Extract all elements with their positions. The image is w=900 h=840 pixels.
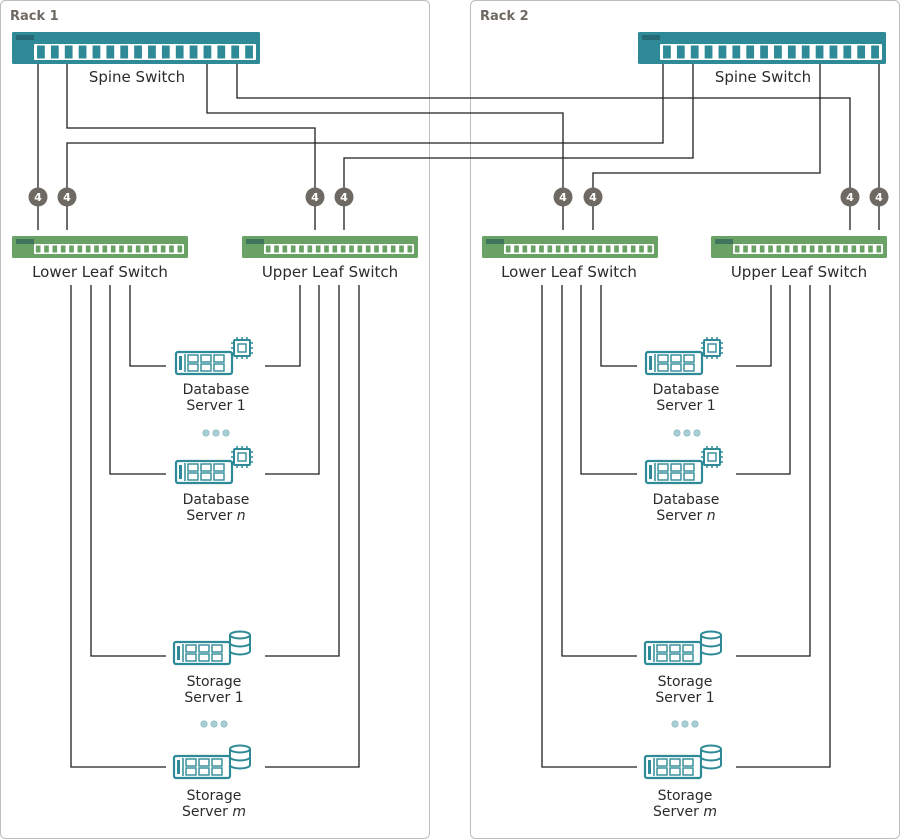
link-count-badge: 4 <box>57 187 77 207</box>
server-label: Server n <box>186 508 245 524</box>
lower-leaf-switch-label: Lower Leaf Switch <box>501 263 637 281</box>
rack-1-panel <box>0 0 430 839</box>
rack-1-spine-switch: Spine Switch <box>12 32 260 86</box>
rack-2-label: Rack 2 <box>480 9 529 24</box>
more-dots-icon <box>671 720 699 728</box>
link-count-badge: 4 <box>583 187 603 207</box>
server-label: Server 1 <box>656 398 715 414</box>
network-switch-icon <box>12 236 188 258</box>
link-badges: 4 4 4 4 4 4 4 4 <box>28 187 889 207</box>
link-count-badge: 4 <box>840 187 860 207</box>
svg-text:4: 4 <box>559 191 567 204</box>
link-count-badge: 4 <box>334 187 354 207</box>
server-disk-icon <box>643 630 722 666</box>
rack-2-upper-leaf-switch: Upper Leaf Switch <box>711 236 887 281</box>
svg-text:4: 4 <box>34 191 42 204</box>
server-cpu-icon <box>174 337 253 376</box>
network-switch-icon <box>482 236 658 258</box>
rack-2-spine-switch: Spine Switch <box>638 32 886 86</box>
server-disk-icon <box>172 630 251 666</box>
server-label: Storage <box>187 788 242 804</box>
server-label: Server n <box>656 508 715 524</box>
server-label: Database <box>183 382 250 398</box>
lower-leaf-switch-label: Lower Leaf Switch <box>32 263 168 281</box>
spine-switch-label: Spine Switch <box>89 68 185 86</box>
server-disk-icon <box>172 744 251 780</box>
server-label: Storage <box>658 674 713 690</box>
server-label: Storage <box>187 674 242 690</box>
server-label: Server 1 <box>186 398 245 414</box>
more-dots-icon <box>673 429 701 437</box>
link-count-badge: 4 <box>869 187 889 207</box>
svg-text:4: 4 <box>63 191 71 204</box>
spine-switch-label: Spine Switch <box>715 68 811 86</box>
network-switch-icon <box>711 236 887 258</box>
svg-text:4: 4 <box>875 191 883 204</box>
svg-text:4: 4 <box>340 191 348 204</box>
rack-1-label: Rack 1 <box>10 9 59 24</box>
server-label: Storage <box>658 788 713 804</box>
server-label: Database <box>653 492 720 508</box>
server-cpu-icon <box>644 337 723 376</box>
server-wiring-rack-1 <box>70 285 360 768</box>
rack-2-lower-leaf-switch: Lower Leaf Switch <box>482 236 658 281</box>
server-label: Database <box>183 492 250 508</box>
network-switch-icon <box>12 32 260 64</box>
server-disk-icon <box>643 744 722 780</box>
spine-wiring <box>37 64 880 230</box>
link-count-badge: 4 <box>28 187 48 207</box>
more-dots-icon <box>200 720 228 728</box>
network-switch-icon <box>638 32 886 64</box>
server-cpu-icon <box>174 446 253 485</box>
server-label: Server m <box>653 804 717 820</box>
servers <box>172 337 723 780</box>
server-label: Server m <box>182 804 246 820</box>
server-label: Database <box>653 382 720 398</box>
server-wiring-rack-2 <box>541 285 831 768</box>
rack-1-upper-leaf-switch: Upper Leaf Switch <box>242 236 418 281</box>
server-label: Server 1 <box>655 690 714 706</box>
upper-leaf-switch-label: Upper Leaf Switch <box>731 263 867 281</box>
network-switch-icon <box>242 236 418 258</box>
server-label: Server 1 <box>184 690 243 706</box>
server-labels: Database Server 1 Database Server n Stor… <box>182 382 719 820</box>
more-dots-icon <box>202 429 230 437</box>
upper-leaf-switch-label: Upper Leaf Switch <box>262 263 398 281</box>
svg-text:4: 4 <box>589 191 597 204</box>
link-count-badge: 4 <box>305 187 325 207</box>
server-cpu-icon <box>644 446 723 485</box>
rack-2-panel <box>470 0 900 839</box>
link-count-badge: 4 <box>553 187 573 207</box>
svg-text:4: 4 <box>846 191 854 204</box>
rack-1-lower-leaf-switch: Lower Leaf Switch <box>12 236 188 281</box>
svg-text:4: 4 <box>311 191 319 204</box>
